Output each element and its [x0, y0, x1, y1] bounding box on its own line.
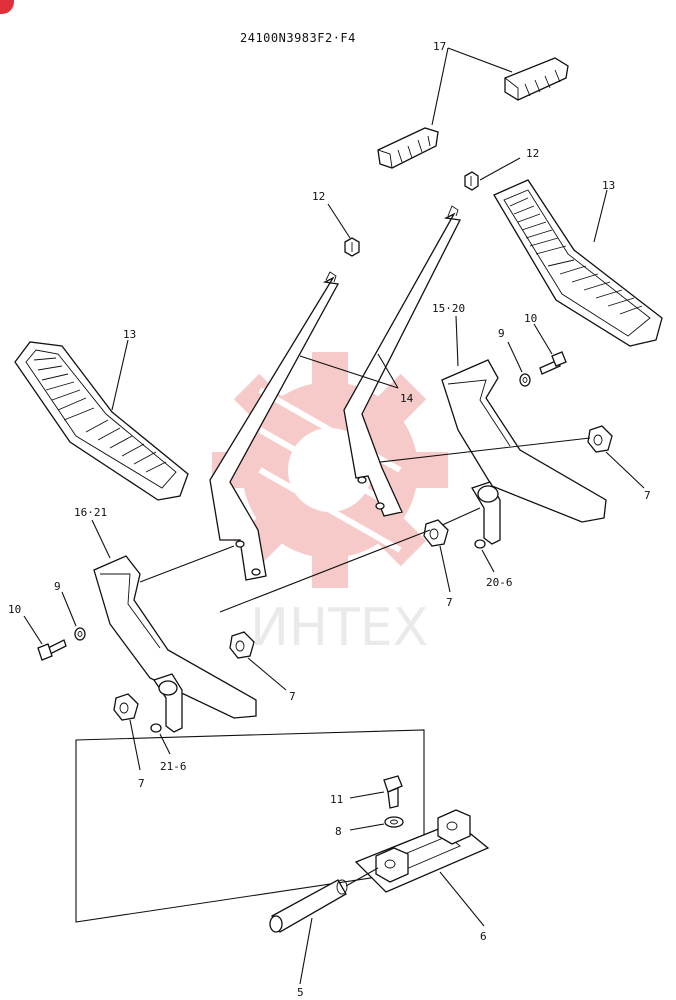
callout-12-upper: 12: [526, 147, 539, 160]
bushing-left-lower: [113, 693, 139, 721]
leader-6: [439, 871, 485, 927]
bushing-center: [423, 519, 449, 547]
pedal-rod-left: [209, 271, 340, 581]
leader-7-center: [439, 545, 451, 593]
pin-right: [474, 539, 486, 549]
callout-6: 6: [480, 930, 487, 943]
bushing-left-upper: [229, 631, 255, 659]
leader-5: [299, 917, 313, 985]
leader-8: [349, 823, 385, 831]
pedal-pad-right: [493, 179, 663, 347]
callout-16-21: 16·21: [74, 506, 107, 519]
bolt-left: [37, 639, 67, 661]
leader-9-left: [61, 591, 77, 627]
washer-right: [519, 373, 531, 387]
callout-8: 8: [335, 825, 342, 838]
pedal-cap-upper: [504, 57, 569, 101]
callout-7-left-lower: 7: [138, 777, 145, 790]
callout-11: 11: [330, 793, 343, 806]
callout-9-left: 9: [54, 580, 61, 593]
callout-14: 14: [400, 392, 414, 405]
axis-line-shaft: [345, 867, 379, 887]
washer-bracket: [384, 816, 404, 828]
leader-9-right: [507, 341, 523, 373]
leader-12-lower: [327, 203, 351, 239]
pedal-rod-right: [343, 205, 461, 517]
leader-13-left: [111, 339, 129, 411]
callout-10-left: 10: [8, 603, 21, 616]
callout-7-left-upper: 7: [289, 690, 296, 703]
watermark-text: ИНТЕХ: [250, 598, 428, 658]
axis-line-right-mid: [439, 507, 481, 527]
leader-10-left: [23, 615, 43, 645]
leader-20-6: [481, 549, 495, 573]
leader-7-left-lower: [129, 719, 141, 771]
pedal-arm-left: [93, 555, 257, 733]
pedal-arm-right: [441, 359, 607, 545]
pedal-cap-lower: [377, 127, 439, 169]
leader-16-21: [91, 519, 111, 559]
callout-12-lower: 12: [312, 190, 325, 203]
callout-9-right: 9: [498, 327, 505, 340]
callout-17: 17: [433, 40, 446, 53]
nut-upper: [464, 171, 479, 191]
leader-14: [299, 353, 399, 389]
leader-12-upper: [479, 157, 521, 181]
pedal-shaft: [269, 879, 348, 933]
watermark-logo: ИНТЕХ: [212, 352, 448, 658]
axis-line-left-mid: [219, 529, 431, 613]
leader-13-right: [593, 189, 608, 243]
callout-7-center: 7: [446, 596, 453, 609]
leader-7-right: [605, 451, 645, 489]
leader-11: [349, 791, 385, 799]
leader-10-right: [533, 323, 553, 355]
callout-10-right: 10: [524, 312, 537, 325]
callout-15-20: 15·20: [432, 302, 465, 315]
bolt-bracket: [383, 775, 403, 809]
bushing-right: [587, 425, 613, 453]
leader-17: [431, 47, 513, 126]
bolt-right: [539, 351, 567, 375]
pin-left: [150, 723, 162, 733]
nut-lower: [344, 237, 360, 257]
leader-15-20: [455, 315, 459, 367]
callout-13-left: 13: [123, 328, 136, 341]
axis-line-right-upper: [379, 437, 591, 463]
callout-13-right: 13: [602, 179, 615, 192]
callout-20-6: 20-6: [486, 576, 513, 589]
washer-left: [74, 627, 86, 641]
pedal-bracket: [354, 809, 490, 893]
axis-line-left-upper: [139, 545, 235, 583]
drawing-code: 24100N3983F2·F4: [240, 31, 356, 45]
callout-21-6: 21-6: [160, 760, 187, 773]
leader-7-left-upper: [247, 657, 287, 691]
callout-7-right: 7: [644, 489, 651, 502]
callout-5: 5: [297, 986, 304, 999]
pedal-pad-left: [14, 341, 189, 501]
